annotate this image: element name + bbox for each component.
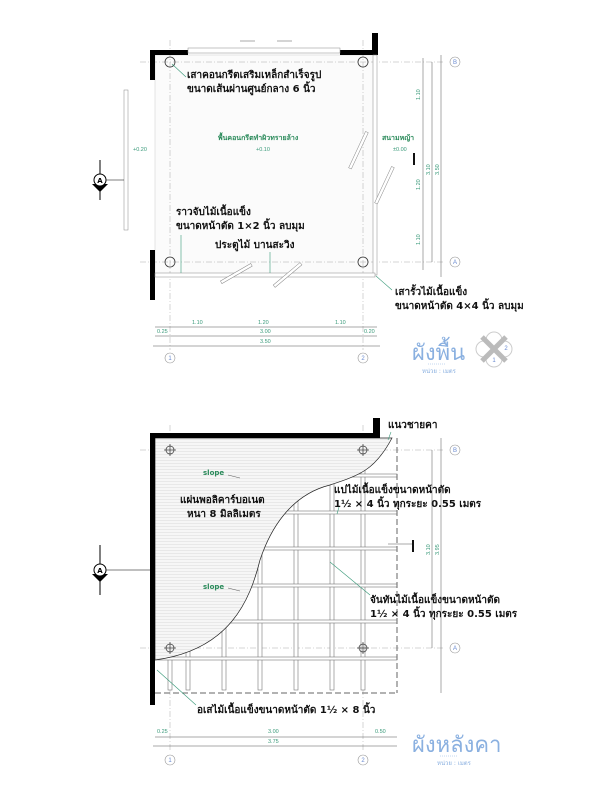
floor-level: +0.10 [256, 147, 270, 153]
top-window [187, 40, 341, 54]
floor-note: พื้นคอนกรีตทำผิวทรายล้าง [218, 131, 299, 142]
svg-text:A: A [97, 567, 103, 575]
sheet-note: แผ่นพอลิคาร์บอเนต [180, 494, 265, 506]
svg-text:B: B [453, 60, 457, 66]
bottom-dimensions: 1.10 1.20 1.10 0.25 3.00 0.20 3.50 [153, 320, 380, 347]
grid-marker-2: 2 [357, 352, 369, 364]
bottom-rail [154, 272, 376, 278]
purlin-note-size: 1½ × 4 นิ้ว ทุกระยะ 0.55 เมตร [334, 496, 482, 510]
svg-text:1: 1 [168, 758, 172, 764]
polycarbonate-sheet [154, 437, 393, 661]
svg-text:1.10: 1.10 [416, 89, 422, 100]
rail-note-size: ขนาดหน้าตัด 1×2 นิ้ว ลบมุม [176, 218, 305, 232]
right-gate-leaf [348, 131, 369, 170]
svg-text:1: 1 [492, 358, 496, 364]
svg-text:2: 2 [361, 758, 365, 764]
column-note: เสาคอนกรีตเสริมเหล็กสำเร็จรูป [187, 67, 321, 82]
svg-text:3.00: 3.00 [260, 329, 271, 335]
roof-plan: แนวชายคา slope slope แผ่นพอลิคาร์บอเนต ห… [92, 418, 518, 767]
rafter-note: จันทันไม้เนื้อแข็งขนาดหน้าตัด [370, 592, 500, 606]
grid-marker-2: 2 [357, 754, 369, 766]
grid-marker-B: B [449, 444, 461, 456]
grid-marker-A: A [449, 256, 461, 268]
svg-text:3.10: 3.10 [426, 544, 432, 555]
svg-text:1.10: 1.10 [335, 320, 346, 326]
roof-plan-unit: หน่วย : เมตร [437, 760, 472, 767]
svg-text:1.20: 1.20 [258, 320, 269, 326]
eave-note: แนวชายคา [388, 420, 437, 431]
svg-text:A: A [453, 260, 457, 266]
svg-text:A: A [97, 177, 103, 185]
right-fence [372, 54, 378, 276]
svg-text:1: 1 [168, 356, 172, 362]
grid-marker-1: 1 [164, 754, 176, 766]
column-note-size: ขนาดเส้นผ่านศูนย์กลาง 6 นิ้ว [187, 81, 316, 96]
rafter-note-size: 1½ × 4 นิ้ว ทุกระยะ 0.55 เมตร [370, 606, 518, 620]
door-note: ประตูไม้ บานสะวิง [215, 238, 295, 252]
slope-label: slope [203, 583, 224, 591]
svg-text:1.20: 1.20 [416, 179, 422, 190]
floor-plan-unit: หน่วย : เมตร [422, 368, 457, 375]
right-gate-leaf [374, 166, 395, 205]
grid-marker-B: B [449, 56, 461, 68]
grid-marker-1: 1 [164, 352, 176, 364]
section-marker-A: A [92, 545, 150, 595]
svg-text:3.50: 3.50 [260, 339, 271, 345]
left-level: +0.20 [133, 147, 147, 153]
columns [164, 56, 369, 268]
svg-text:3.10: 3.10 [426, 164, 432, 175]
north-compass: 2 1 [475, 331, 513, 368]
rail-note: ราวจับไม้เนื้อแข็ง [176, 204, 251, 218]
beam-note: อเสไม้เนื้อแข็งขนาดหน้าตัด 1½ × 8 นิ้ว [197, 702, 376, 716]
svg-text:0.25: 0.25 [157, 329, 168, 335]
right-dimensions: 3.10 3.95 [426, 438, 442, 693]
fence-note: เสารั้วไม้เนื้อแข็ง [395, 284, 467, 298]
right-dimensions: 1.10 1.20 1.10 3.10 3.50 [416, 55, 442, 277]
svg-text:1.10: 1.10 [192, 320, 203, 326]
svg-text:3.95: 3.95 [435, 544, 441, 555]
svg-text:0.25: 0.25 [157, 729, 168, 735]
svg-text:1.10: 1.10 [416, 234, 422, 245]
sheet-note-thickness: หนา 8 มิลลิเมตร [187, 508, 261, 520]
purlin-note: แปไม้เนื้อแข็งขนาดหน้าตัด [334, 482, 451, 496]
svg-text:0.20: 0.20 [364, 329, 375, 335]
lawn-note: สนามหญ้า [382, 133, 414, 142]
walls [150, 33, 378, 300]
roof-plan-title: ผังหลังคา [412, 733, 501, 758]
grid-marker-A: A [449, 642, 461, 654]
slope-label: slope [203, 469, 224, 477]
lawn-level: ±0.00 [393, 147, 407, 153]
columns [164, 444, 369, 654]
svg-text:B: B [453, 448, 457, 454]
floor-plan-title: ผังพื้น [412, 337, 465, 366]
left-window [123, 89, 129, 231]
svg-text:3.00: 3.00 [268, 729, 279, 735]
svg-text:A: A [453, 646, 457, 652]
bottom-dimensions: 0.25 3.00 0.50 3.75 [153, 729, 397, 747]
svg-text:2: 2 [504, 346, 508, 352]
svg-text:0.50: 0.50 [375, 729, 386, 735]
fence-note-size: ขนาดหน้าตัด 4×4 นิ้ว ลบมุม [395, 298, 524, 312]
door-leaf[interactable] [220, 263, 253, 284]
floor-plan: +0.20 เสาคอนกรีตเสริมเหล็กสำเร็จรูป ขนาด… [92, 33, 524, 375]
svg-text:2: 2 [361, 356, 365, 362]
svg-text:3.75: 3.75 [268, 739, 279, 745]
svg-text:3.50: 3.50 [435, 164, 441, 175]
door-leaf[interactable] [272, 262, 303, 288]
section-marker-A: A [92, 160, 124, 200]
